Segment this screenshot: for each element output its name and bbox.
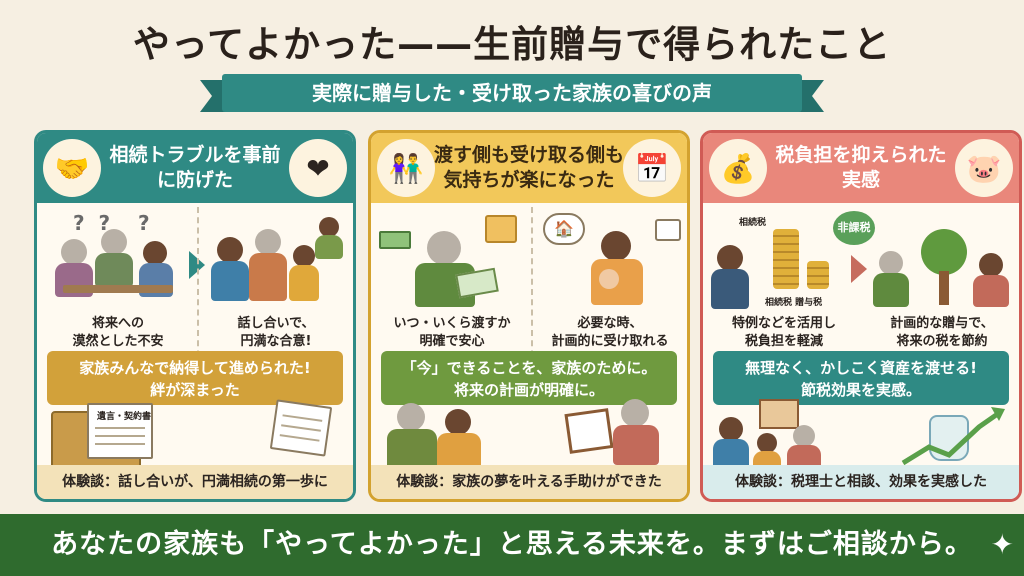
calendar-icon: 📅 [623,139,681,197]
house-icon [759,399,799,429]
growth-arrow-icon [901,407,1005,466]
advisor-coins-illustration: 相続税 相続税 贈与税 [709,211,859,311]
piggy-bank-icon: 🐷 [955,139,1013,197]
happy-family-illustration [203,211,353,311]
right-caption: 話し合いで、 円満な合意! [237,316,315,349]
card-header: 🤝 相続トラブルを事前に防げた ❤ [37,133,353,203]
mother-baby-illustration: 🏠 [537,211,687,311]
card-inheritance-trouble: 🤝 相続トラブルを事前に防げた ❤ ? ? ? 将来への 漠然とした不安 話し合… [34,130,356,502]
grandfather-money-illustration [377,211,527,311]
worried-family-illustration: ? ? ? [43,211,193,311]
inheritance-tax-label: 相続税 [739,218,767,228]
elderly-couple-illustration [381,401,511,469]
arrow-right-icon [851,255,867,283]
testimonial-footer: 体験談：話し合いが、円満相続の第一歩に [37,465,353,499]
grandmother-photo-illustration [561,395,681,469]
highlight-banner: 無理なく、かしこく資産を渡せる! 節税効果を実感。 [713,351,1009,405]
coins-growth-icon: 💰 [709,139,767,197]
card-tax-savings: 💰 税負担を抑えられた実感 🐷 相続税 相続税 贈与税 非課税 特例などを活用し… [700,130,1022,502]
card-title: 相続トラブルを事前に防げた [109,144,281,191]
tax-free-heart-badge: 非課税 [833,211,875,245]
card-header: 💰 税負担を抑えられた実感 🐷 [703,133,1019,203]
tax-compare-label: 相続税 贈与税 [765,298,823,308]
handshake-icon: 🤝 [43,139,101,197]
card-peace-of-mind: 👫 渡す側も受け取る側も気持ちが楽になった 📅 🏠 いつ・いくら渡すか 明確で安… [368,130,690,502]
heart-hands-icon: ❤ [289,139,347,197]
card-title: 税負担を抑えられた実感 [775,144,947,191]
tall-coin-stack-icon [773,229,799,289]
highlight-banner: 「今」できることを、家族のために。 将来の計画が明確に。 [381,351,677,405]
couple-icon: 👫 [377,139,435,197]
bottom-message-bar: あなたの家族も「やってよかった」と思える未来を。まずはご相談から。 [0,514,1024,576]
page-title: やってよかった——生前贈与で得られたこと [132,23,892,66]
house-icon: 🏠 [543,213,585,245]
dashed-divider [197,207,199,377]
left-caption: 特例などを活用し 税負担を軽減 [731,316,836,349]
left-caption: 将来への 漠然とした不安 [72,316,164,349]
book-icon [655,219,681,241]
right-caption: 計画的な贈与で、 将来の税を節約 [890,316,994,349]
document-icon: 遺言・契約書 [87,403,153,459]
card-title: 渡す側も受け取る側も気持ちが楽になった [433,144,624,191]
family-tree-illustration [871,211,1019,311]
right-caption: 必要な時、 計画的に受け取れる [551,316,669,349]
left-caption: いつ・いくら渡すか 明確で安心 [393,316,511,349]
doc-label: 遺言・契約書 [97,412,152,422]
sparkle-icon: ✦ [990,528,1014,561]
paper-stack-icon [269,399,333,457]
testimonial-footer: 体験談：家族の夢を叶える手助けができた [371,465,687,499]
subtitle-ribbon: 実際に贈与した・受け取った家族の喜びの声 [222,74,802,112]
short-coin-stack-icon [807,261,829,289]
card-header: 👫 渡す側も受け取る側も気持ちが楽になった 📅 [371,133,687,203]
dashed-divider [531,207,533,377]
highlight-banner: 家族みんなで納得して進められた! 絆が深まった [47,351,343,405]
testimonial-footer: 体験談：税理士と相談、効果を実感した [703,465,1019,499]
family-house-illustration [713,399,863,469]
